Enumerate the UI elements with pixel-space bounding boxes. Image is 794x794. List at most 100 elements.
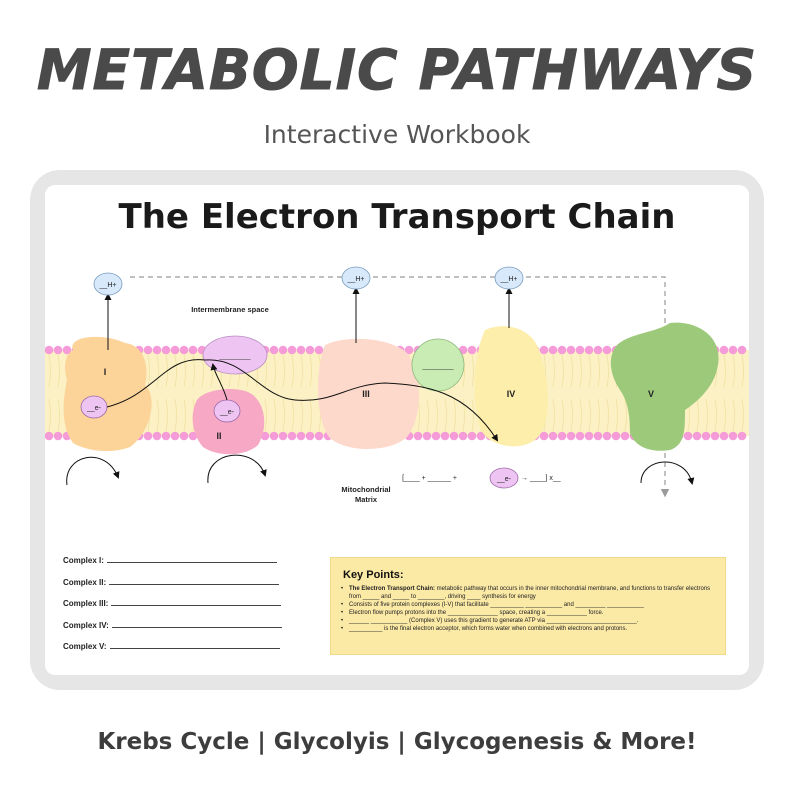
lipid-tail [732, 398, 735, 432]
lipid-head [305, 345, 315, 355]
electron-I-label: __e- [86, 405, 102, 412]
footer-tagline: Krebs Cycle | Glycolyis | Glycogenesis &… [97, 729, 697, 755]
complex-V-line[interactable]: Complex V: [63, 641, 323, 663]
lipid-tail [462, 354, 465, 388]
lipid-head [161, 431, 171, 441]
lipid-head [719, 345, 729, 355]
lipid-head [593, 345, 603, 355]
atp-synthase-arrow [640, 461, 695, 485]
lipid-head [701, 431, 711, 441]
worksheet-screen: The Electron Transport Chain I II III [45, 185, 749, 675]
lipid-head [467, 431, 477, 441]
complex-I-line[interactable]: Complex I: [63, 555, 323, 577]
lipid-tail [588, 398, 591, 432]
lipid-tail [273, 398, 276, 432]
subtitle: Interactive Workbook [263, 120, 531, 149]
lipid-tail [174, 398, 177, 432]
lipid-tail [174, 354, 177, 388]
electron-equation [489, 467, 519, 489]
complex-IV-line[interactable]: Complex IV: [63, 620, 323, 642]
matrix-label-line1: Mitochondrial [341, 485, 390, 494]
complex-II-line[interactable]: Complex II: [63, 577, 323, 599]
key-point-item: Consists of five protein complexes (I-V)… [341, 601, 721, 609]
lipid-tail [741, 398, 744, 432]
lipid-tail [48, 354, 51, 388]
lipid-tail [282, 354, 285, 388]
lipid-tail [732, 354, 735, 388]
lipid-tail [273, 354, 276, 388]
lipid-head [269, 345, 279, 355]
lipid-head [45, 345, 54, 355]
substrate-arrow-II [207, 454, 267, 484]
complex-II-label: II [216, 431, 221, 441]
lipid-tail [723, 398, 726, 432]
lipid-head [179, 345, 189, 355]
lipid-tail [579, 354, 582, 388]
lipid-head [170, 431, 180, 441]
lipid-head [413, 431, 423, 441]
lipid-head [161, 345, 171, 355]
lipid-head [287, 345, 297, 355]
answer-blank[interactable] [111, 598, 282, 606]
lipid-head [314, 345, 324, 355]
lipid-head [62, 345, 72, 355]
equation-left: [____ + ______ + [402, 475, 457, 482]
key-point-item: ______ ___________ (Complex V) uses this… [341, 617, 721, 625]
lipid-tail [300, 354, 303, 388]
lipid-head [737, 431, 747, 441]
lipid-tail [57, 354, 60, 388]
main-title: METABOLIC PATHWAYS [36, 38, 758, 103]
complex-I-label: I [104, 367, 107, 377]
lipid-tail [426, 398, 429, 432]
lipid-head [539, 431, 549, 441]
lipid-head [269, 431, 279, 441]
lipid-tail [741, 354, 744, 388]
answer-blank[interactable] [111, 620, 282, 628]
lipid-head [557, 431, 567, 441]
lipid-head [179, 431, 189, 441]
lipid-head [152, 431, 162, 441]
lipid-head [458, 431, 468, 441]
lipid-tail [48, 398, 51, 432]
intermembrane-label: Intermembrane space [191, 305, 269, 314]
lipid-tail [282, 398, 285, 432]
lipid-head [314, 431, 324, 441]
lipid-tail [561, 398, 564, 432]
matrix-label-line2: Matrix [355, 495, 378, 504]
lipid-tail [579, 398, 582, 432]
lipid-tail [561, 354, 564, 388]
lipid-head [683, 431, 693, 441]
lipid-tail [552, 398, 555, 432]
lipid-tail [300, 398, 303, 432]
electron-flow-path [106, 359, 499, 442]
lipid-head [719, 431, 729, 441]
lipid-head [737, 345, 747, 355]
lipid-tail [309, 398, 312, 432]
h-plus-III [341, 266, 371, 290]
h-plus-IV-label: __H+ [500, 276, 518, 283]
lipid-head [710, 431, 720, 441]
lipid-head [170, 345, 180, 355]
equation-right: → ____] x__ [521, 475, 561, 482]
lipid-head [611, 431, 621, 441]
key-points-list: The Electron Transport Chain: metabolic … [341, 585, 721, 633]
lipid-head [728, 345, 738, 355]
complex-III-line[interactable]: Complex III: [63, 598, 323, 620]
lipid-tail [624, 398, 627, 432]
lipid-head [296, 345, 306, 355]
answer-blank[interactable] [106, 555, 277, 563]
lipid-head [152, 345, 162, 355]
complex-I [63, 336, 152, 452]
lipid-tail [156, 398, 159, 432]
lipid-tail [165, 398, 168, 432]
lipid-head [278, 431, 288, 441]
lipid-tail [723, 354, 726, 388]
lipid-head [593, 431, 603, 441]
lipid-head [728, 431, 738, 441]
lipid-head [575, 345, 585, 355]
lipid-head [404, 345, 414, 355]
lipid-tail [552, 354, 555, 388]
answer-blank[interactable] [109, 577, 280, 585]
lipid-head [449, 431, 459, 441]
answer-blank[interactable] [109, 641, 280, 649]
